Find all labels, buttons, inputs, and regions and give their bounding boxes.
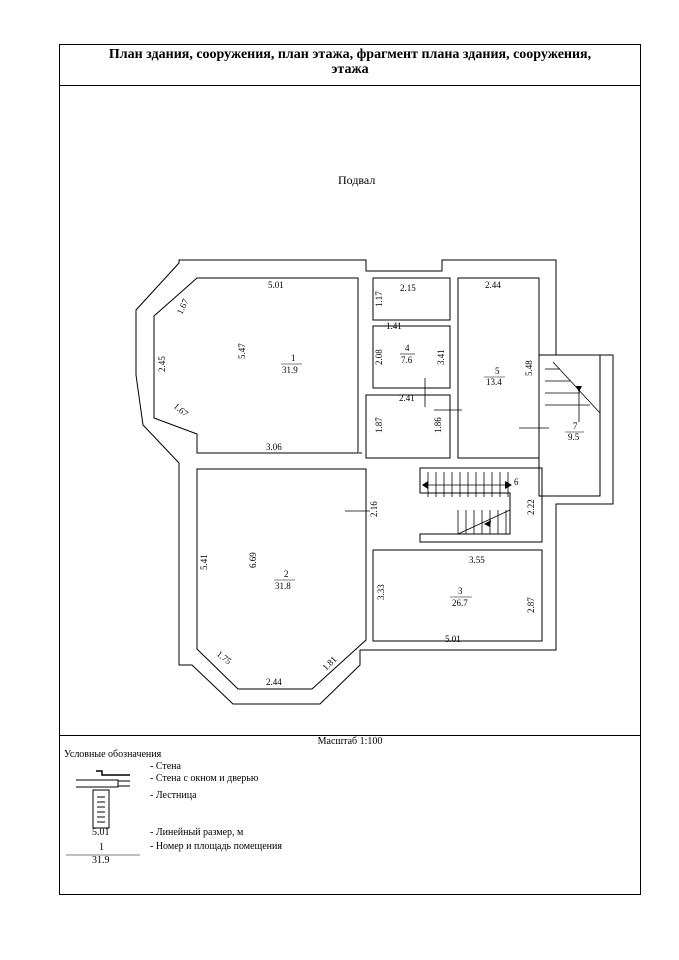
legend-item-window-door: - Стена с окном и дверью xyxy=(150,773,259,784)
dimension-label: 2.45 xyxy=(157,356,167,372)
legend-item-dimension: - Линейный размер, м xyxy=(150,827,244,838)
dimension-label: 2.41 xyxy=(399,393,415,403)
room-area: 7.6 xyxy=(401,355,413,365)
stair-outline xyxy=(419,467,543,543)
dimension-label: 2.22 xyxy=(526,499,536,515)
dimension-label: 1.41 xyxy=(386,321,402,331)
room-area: 26.7 xyxy=(452,598,468,608)
dimension-label: 3.33 xyxy=(376,584,386,600)
floor-plan: Подвал 1 31.9 2 31.8 3 26.7 4 7.6 5 13.4… xyxy=(66,173,614,856)
dimension-label: 2.08 xyxy=(374,349,384,365)
legend-sample-dimension: 5.01 xyxy=(92,827,110,838)
dimension-label: 5.01 xyxy=(445,634,461,644)
dimension-label: 2.15 xyxy=(400,283,416,293)
stair-arrow xyxy=(576,386,582,392)
room-area: 31.8 xyxy=(275,581,291,591)
legend-wall-symbol xyxy=(96,770,130,776)
dimension-label: 5.48 xyxy=(524,360,534,376)
floor-label: Подвал xyxy=(338,173,375,187)
scale-label: Масштаб 1:100 xyxy=(317,736,383,747)
dimension-label: 2.87 xyxy=(526,597,536,613)
dimension-label: 5.41 xyxy=(199,554,209,570)
room-area: 9.5 xyxy=(568,432,580,442)
dimension-label: 1.81 xyxy=(320,654,338,672)
dimension-label: 2.44 xyxy=(266,677,282,687)
outer-wall xyxy=(135,259,614,705)
dimension-label: 6.69 xyxy=(248,552,258,568)
stair-arrow xyxy=(505,481,512,489)
legend-separator xyxy=(60,735,640,736)
stair-outline xyxy=(538,354,601,497)
room-number: 5 xyxy=(495,366,500,376)
dimension-label: 3.06 xyxy=(266,442,282,452)
inner-wall xyxy=(372,549,543,642)
room-number: 3 xyxy=(458,586,463,596)
dimension-label: 2.16 xyxy=(369,501,379,517)
legend-item-room: - Номер и площадь помещения xyxy=(150,841,282,852)
dimension-label: 1.17 xyxy=(374,291,384,307)
door-opening xyxy=(295,452,362,470)
legend-sample-room-number: 1 xyxy=(99,842,104,853)
legend-title: Условные обозначения xyxy=(64,749,162,760)
room-number: 1 xyxy=(291,353,296,363)
inner-wall xyxy=(372,277,451,321)
room-number: 7 xyxy=(573,421,578,431)
room-number: 4 xyxy=(405,343,410,353)
inner-wall xyxy=(153,277,359,454)
dimension-label: 1.75 xyxy=(215,649,234,667)
room-area: 31.9 xyxy=(282,365,298,375)
dimension-label: 1.67 xyxy=(175,297,191,316)
stair-run xyxy=(552,361,601,414)
stair-arrow xyxy=(484,520,491,527)
sheet-title: План здания, сооружения, план этажа, фра… xyxy=(60,45,640,86)
dimension-label: 3.55 xyxy=(469,555,485,565)
legend-window-symbol xyxy=(76,779,130,788)
stair-run xyxy=(457,509,511,535)
dimension-label: 3.41 xyxy=(436,349,446,365)
dimension-label: 2.44 xyxy=(485,280,501,290)
dimension-label: 1.67 xyxy=(172,401,191,419)
inner-wall xyxy=(365,394,451,459)
plan-sheet: План здания, сооружения, план этажа, фра… xyxy=(59,44,641,895)
inner-wall xyxy=(372,325,451,389)
room-number: 2 xyxy=(284,569,289,579)
legend-stair-symbol xyxy=(92,789,110,829)
legend-item-stairs: - Лестница xyxy=(150,790,197,801)
inner-wall xyxy=(196,468,367,690)
legend-item-wall: - Стена xyxy=(150,761,181,772)
dimension-label: 1.87 xyxy=(374,417,384,433)
dimension-label: 5.01 xyxy=(268,280,284,290)
legend-sample-room-area: 31.9 xyxy=(92,855,110,866)
room-area: 13.4 xyxy=(486,377,502,387)
dimension-label: 1.86 xyxy=(433,417,443,433)
dimension-label: 5.47 xyxy=(237,343,247,359)
stair-arrow xyxy=(422,481,428,489)
room-number: 6 xyxy=(514,477,519,487)
